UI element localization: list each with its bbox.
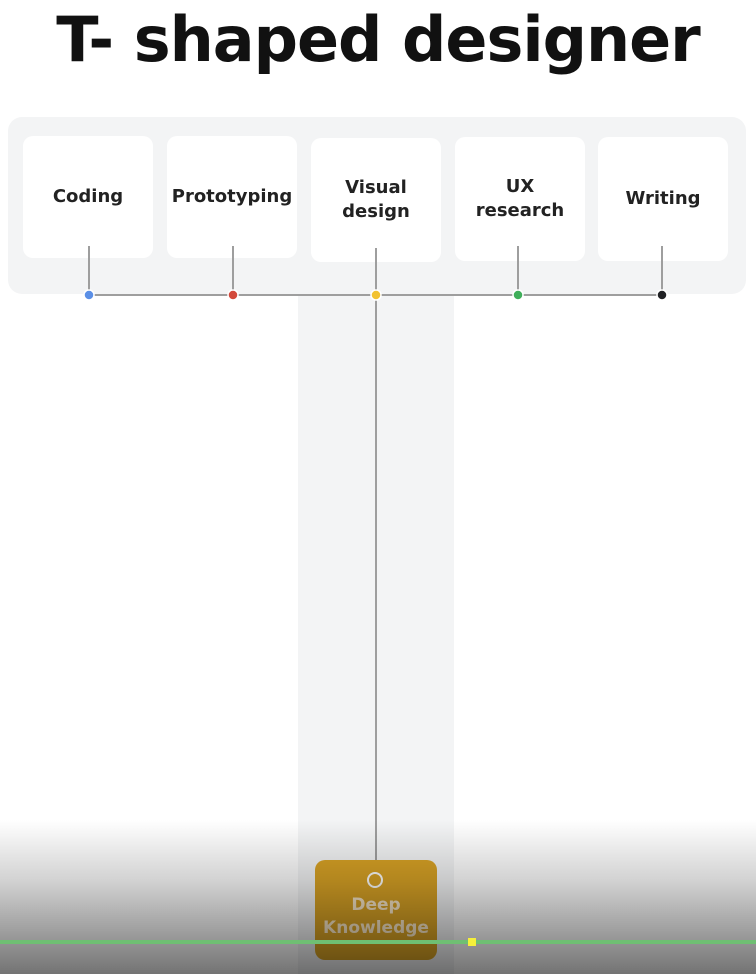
skill-label: Visual design bbox=[342, 177, 410, 222]
skill-card-prototyping: Prototyping bbox=[167, 136, 297, 258]
dot-coding bbox=[83, 289, 95, 301]
skill-card-coding: Coding bbox=[23, 136, 153, 258]
dot-prototyping bbox=[227, 289, 239, 301]
skill-label: Coding bbox=[52, 186, 124, 207]
skill-label: UX research bbox=[475, 176, 565, 221]
dot-ux-research bbox=[512, 289, 524, 301]
circle-icon bbox=[367, 872, 383, 888]
dot-writing bbox=[656, 289, 668, 301]
deep-knowledge-label: Deep Knowledge bbox=[323, 895, 429, 938]
dot-visual-design bbox=[370, 289, 382, 301]
skill-card-visual-design: Visual design bbox=[311, 138, 441, 262]
video-progress-bar[interactable] bbox=[0, 940, 756, 944]
skill-card-writing: Writing bbox=[598, 137, 728, 261]
skill-label: Prototyping bbox=[171, 186, 293, 207]
skill-label: Writing bbox=[625, 188, 701, 209]
deep-knowledge-card: Deep Knowledge bbox=[315, 860, 437, 960]
skill-card-ux-research: UX research bbox=[455, 137, 585, 261]
slide-title: T- shaped designer bbox=[56, 3, 701, 76]
video-progress-marker[interactable] bbox=[468, 938, 476, 946]
